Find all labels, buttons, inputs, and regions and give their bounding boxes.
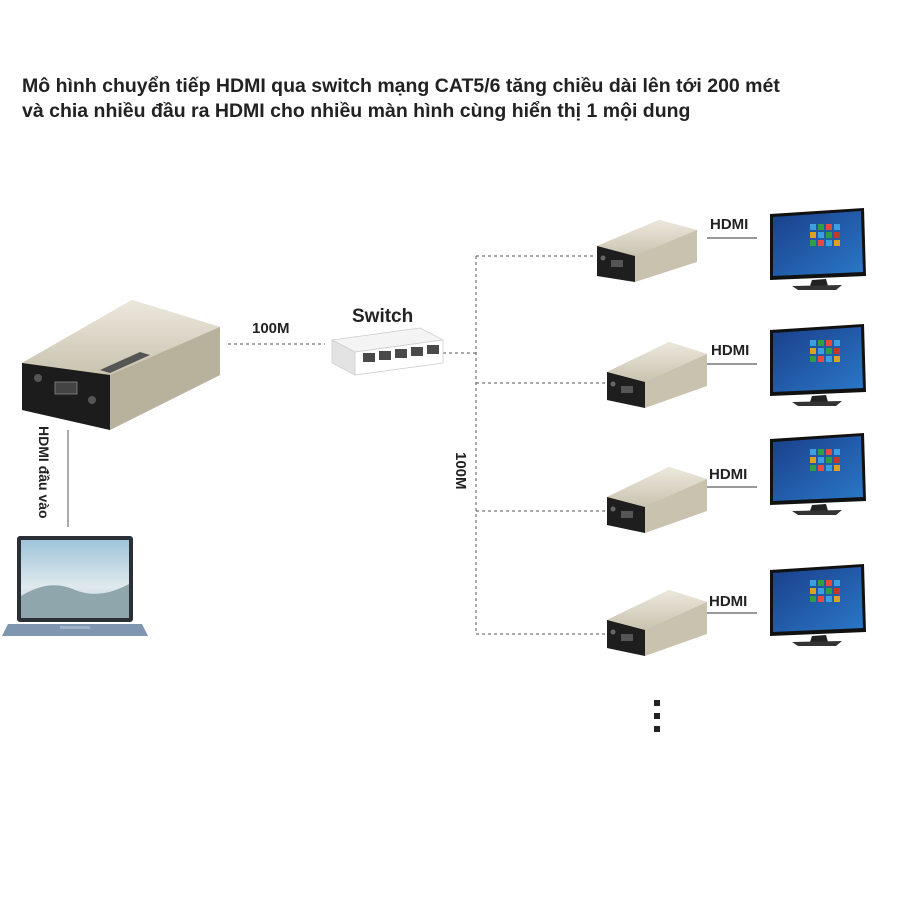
diagram-title: Mô hình chuyển tiếp HDMI qua switch mạng… [22,74,882,124]
receiver-1 [597,220,697,282]
hdmi-extender-receiver-icon [597,220,697,282]
network-switch-icon [330,327,445,376]
monitor-4 [770,564,866,646]
monitor-icon [770,564,866,646]
hdmi-output-label-3: HDMI [709,466,748,483]
link-speed-label: 100M [252,320,290,337]
monitor-icon [770,324,866,406]
monitor-icon [770,208,866,290]
hdmi-output-label-2: HDMI [711,342,750,359]
link-speed-vertical-label: 100M [452,452,469,490]
hdmi-extender-receiver-icon [607,590,707,656]
title-line-2: và chia nhiều đầu ra HDMI cho nhiều màn … [22,100,691,122]
hdmi-extender-receiver-icon [607,342,707,408]
monitor-1 [770,208,866,290]
receiver-4 [607,590,707,656]
monitor-3 [770,433,866,515]
monitor-icon [770,433,866,515]
switch-label: Switch [352,306,414,327]
hdmi-output-lines [707,237,757,614]
receiver-3 [607,467,707,533]
receiver-2 [607,342,707,408]
title-line-1: Mô hình chuyển tiếp HDMI qua switch mạng… [22,75,780,97]
vertical-ellipsis-icon [654,700,660,739]
hdmi-extender-receiver-icon [607,467,707,533]
hdmi-extender-transmitter-icon [22,300,220,430]
hdmi-input-label: HDMI đầu vào [36,426,52,519]
monitor-2 [770,324,866,406]
hdmi-output-label-1: HDMI [710,216,749,233]
laptop-icon [2,536,148,636]
hdmi-output-label-4: HDMI [709,593,748,610]
connection-lines [228,255,606,635]
